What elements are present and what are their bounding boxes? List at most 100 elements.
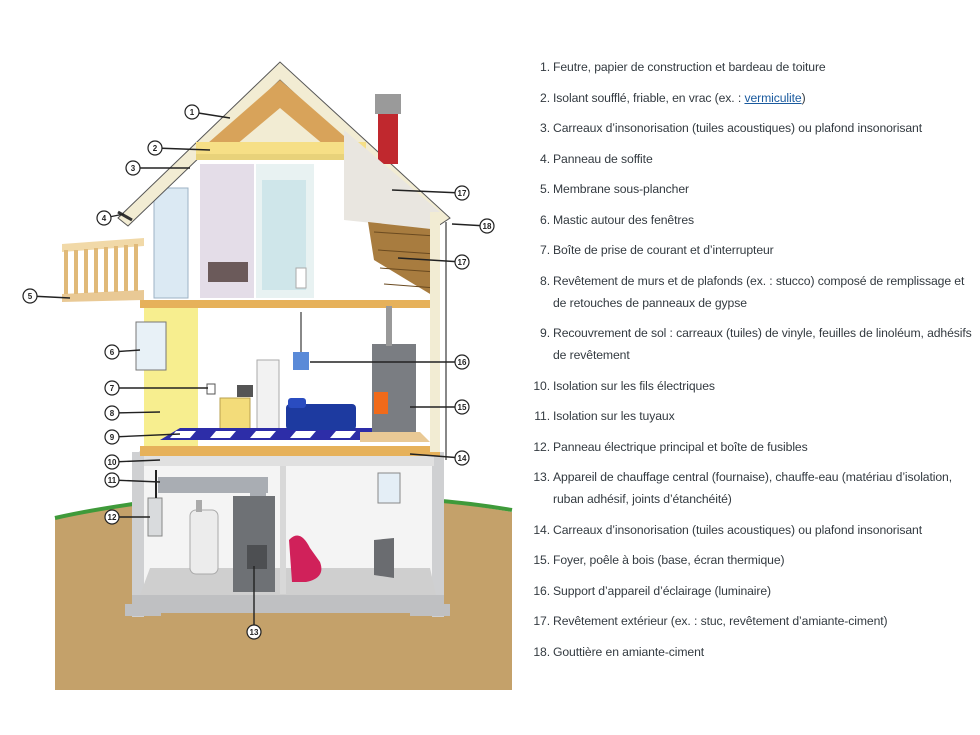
legend-item: 8.Revêtement de murs et de plafonds (ex.… <box>532 270 972 323</box>
legend-item-text: Recouvrement de sol : carreaux (tuiles) … <box>553 326 972 362</box>
legend-item: 2.Isolant soufflé, friable, en vrac (ex.… <box>532 87 972 118</box>
callout-number: 18 <box>483 222 492 231</box>
legend-item-number: 17. <box>533 614 550 628</box>
callout-leader <box>397 257 463 263</box>
legend-item: 7.Boîte de prise de courant et d’interru… <box>532 239 972 270</box>
legend-item: 15.Foyer, poêle à bois (base, écran ther… <box>532 549 972 580</box>
balcony <box>62 238 144 302</box>
callout-circle <box>104 472 120 488</box>
legend-item-number: 9. <box>540 326 550 340</box>
callout-circle <box>104 344 120 360</box>
legend-item-number: 16. <box>533 583 550 598</box>
legend-item: 1.Feutre, papier de construction et bard… <box>532 56 972 87</box>
callout-circle <box>104 429 120 445</box>
legend-item-text: Boîte de prise de courant et d’interrupt… <box>553 243 774 257</box>
callout-circle <box>454 354 470 370</box>
legend-item-number: 13. <box>533 470 550 484</box>
callout-number: 11 <box>108 476 117 485</box>
callout-number: 1 <box>190 108 195 117</box>
legend-item-text: Isolation sur les fils électriques <box>553 378 715 393</box>
checker-floor <box>160 428 380 440</box>
callout-number: 8 <box>110 409 115 418</box>
legend-item-number: 10. <box>533 378 550 393</box>
callout-number: 3 <box>131 164 136 173</box>
legend-item-text: Feutre, papier de construction et bardea… <box>553 60 826 74</box>
callout-circle <box>454 399 470 415</box>
callout-circle <box>184 104 200 120</box>
callout-number: 17 <box>458 189 467 198</box>
callout-circle <box>104 405 120 421</box>
legend-item-text: Panneau électrique principal et boîte de… <box>553 439 808 454</box>
legend-item: 3.Carreaux d’insonorisation (tuiles acou… <box>532 117 972 148</box>
callout-circle <box>454 450 470 466</box>
legend-item: 6.Mastic autour des fenêtres <box>532 209 972 240</box>
callout-number: 9 <box>110 433 115 442</box>
legend-item-text: Foyer, poêle à bois (base, écran thermiq… <box>553 553 785 567</box>
legend-item-text: Panneau de soffite <box>553 151 653 166</box>
exterior-cladding <box>344 130 440 452</box>
legend-item: 18.Gouttière en amiante-ciment <box>532 641 972 672</box>
legend-item: 11.Isolation sur les tuyaux <box>532 405 972 436</box>
legend-item-text: Carreaux d’insonorisation (tuiles acoust… <box>553 522 922 537</box>
callout-number: 5 <box>28 292 33 301</box>
legend-item-number: 8. <box>540 273 550 288</box>
callout-number: 15 <box>458 403 467 412</box>
callout-circle <box>104 380 120 396</box>
legend-item-number: 1. <box>540 60 550 74</box>
legend-item-number: 2. <box>540 90 550 105</box>
callout-number: 17 <box>458 258 467 267</box>
vermiculite-link[interactable]: vermiculite <box>744 90 802 105</box>
callout-number: 6 <box>110 348 115 357</box>
main-floor <box>135 298 440 456</box>
legend-item-number: 4. <box>540 151 550 166</box>
callout-circle <box>104 454 120 470</box>
basement <box>125 451 450 617</box>
ground <box>54 498 513 690</box>
callout-number: 14 <box>458 454 467 463</box>
legend-item-number: 18. <box>533 644 550 659</box>
callout-circle <box>96 210 112 226</box>
callout-number: 16 <box>458 358 467 367</box>
callout-leader <box>111 479 161 483</box>
legend-item-number: 3. <box>540 121 550 135</box>
legend-item-number: 5. <box>540 182 550 196</box>
legend-item-number: 15. <box>533 553 550 567</box>
callout-number: 12 <box>108 513 117 522</box>
legend-list: 1.Feutre, papier de construction et bard… <box>532 56 972 671</box>
legend-item-number: 11. <box>534 409 550 423</box>
legend-item-text: Membrane sous-plancher <box>553 182 689 196</box>
chimney <box>378 112 398 164</box>
callout-circle <box>246 624 262 640</box>
legend-item-text: Mastic autour des fenêtres <box>553 212 695 227</box>
legend-item-text: Appareil de chauffage central (fournaise… <box>553 470 953 506</box>
callout-leader <box>111 459 161 463</box>
legend-item-text: Revêtement de murs et de plafonds (ex. :… <box>553 273 965 310</box>
legend-item: 12.Panneau électrique principal et boîte… <box>532 436 972 467</box>
callout-leader <box>391 189 463 194</box>
callout-circle <box>479 218 495 234</box>
callout-number: 7 <box>110 384 115 393</box>
callout-circle <box>454 254 470 270</box>
legend-item-text: Carreaux d’insonorisation (tuiles acoust… <box>553 121 922 135</box>
legend-item: 17.Revêtement extérieur (ex. : stuc, rev… <box>532 610 972 641</box>
legend-item: 14.Carreaux d’insonorisation (tuiles aco… <box>532 519 972 550</box>
legend-item: 5.Membrane sous-plancher <box>532 178 972 209</box>
legend-item-text: Gouttière en amiante-ciment <box>553 644 705 659</box>
callout-leader <box>111 433 181 438</box>
legend-item-number: 14. <box>533 522 550 537</box>
callout-circle <box>454 185 470 201</box>
callout-circle <box>125 160 141 176</box>
legend-item-number: 12. <box>533 439 550 454</box>
legend-item-text: Isolant soufflé, friable, en vrac (ex. : <box>553 90 745 105</box>
legend-item-number: 6. <box>540 212 550 227</box>
legend-item-text: Revêtement extérieur (ex. : stuc, revête… <box>553 614 888 628</box>
legend-item: 9.Recouvrement de sol : carreaux (tuiles… <box>532 322 972 375</box>
legend-item: 13.Appareil de chauffage central (fourna… <box>532 466 972 519</box>
legend-item: 4.Panneau de soffite <box>532 148 972 179</box>
callout-circle <box>147 140 163 156</box>
callout-number: 4 <box>102 214 107 223</box>
callout-number: 2 <box>153 144 158 153</box>
legend-item-number: 7. <box>540 243 550 257</box>
